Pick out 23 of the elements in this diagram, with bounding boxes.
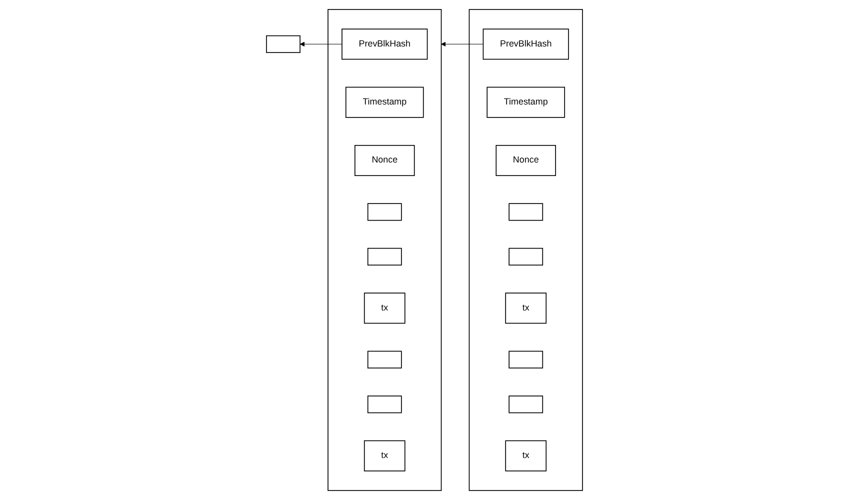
node-box: tx <box>363 292 405 324</box>
node-box: tx <box>504 292 546 324</box>
node-box: PrevBlkHash <box>482 28 568 60</box>
node-box: PrevBlkHash <box>341 28 428 60</box>
node-box <box>366 202 402 220</box>
node-box <box>366 350 402 368</box>
node-box <box>508 247 543 266</box>
arrow <box>440 41 483 46</box>
node-box: tx <box>504 440 546 471</box>
node-box <box>508 350 543 368</box>
node-box: Nonce <box>495 144 556 176</box>
cluster <box>468 8 582 490</box>
node-box <box>266 34 300 52</box>
node-box <box>508 395 543 413</box>
node-box <box>508 202 543 220</box>
node-box <box>366 247 402 266</box>
arrow <box>299 41 342 46</box>
node-box <box>366 395 402 413</box>
node-box: Nonce <box>354 144 414 176</box>
node-box: tx <box>363 440 405 471</box>
cluster <box>327 8 442 490</box>
node-box: Timestamp <box>345 86 424 118</box>
node-box: Timestamp <box>486 86 565 118</box>
